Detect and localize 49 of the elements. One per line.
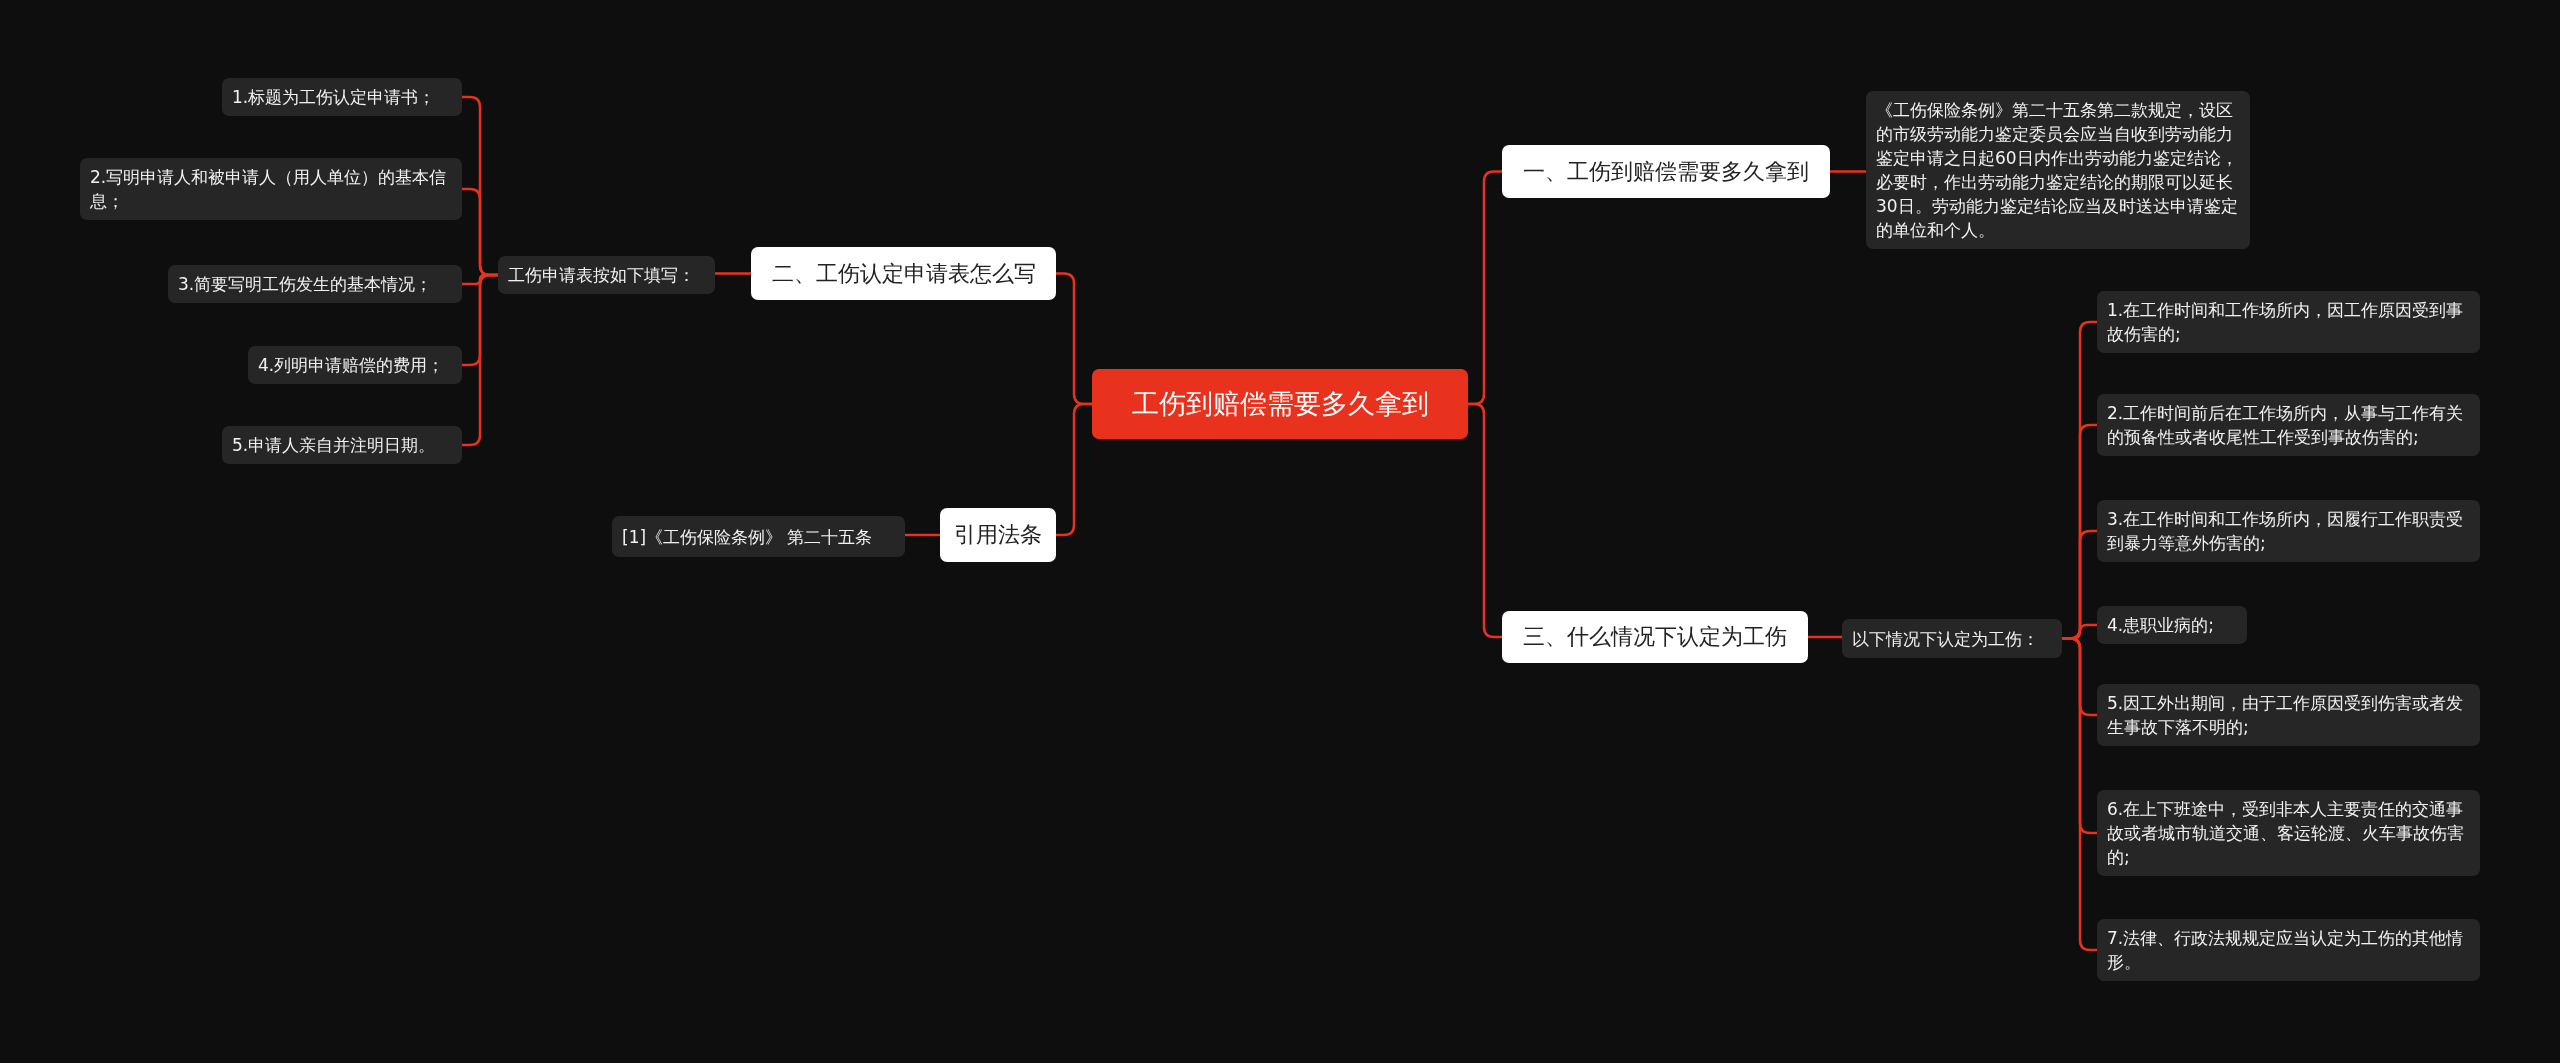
connector-line bbox=[2062, 637, 2097, 952]
topic-text: 1.标题为工伤认定申请书； bbox=[232, 86, 436, 109]
topic-text: 4.列明申请赔偿的费用； bbox=[258, 354, 445, 377]
subtopic-box bbox=[222, 426, 462, 464]
central-topic-box bbox=[1092, 369, 1468, 439]
subtopic-box bbox=[2097, 684, 2480, 746]
topic-text: 6.在上下班途中，受到非本人主要责任的交通事故或者城市轨道交通、客运轮渡、火车事故伤害的; bbox=[2107, 798, 2465, 869]
subtopic-box bbox=[612, 516, 905, 557]
topic-text: 5.因工外出期间，由于工作原因受到伤害或者发生事故下落不明的; bbox=[2107, 692, 2465, 739]
subtopic-box bbox=[2097, 790, 2480, 876]
topic-text: 4.患职业病的; bbox=[2107, 614, 2214, 637]
topic-text: 《工伤保险条例》第二十五条第二款规定，设区的市级劳动能力鉴定委员会应当自收到劳动能力鉴定申请之日起60日内作出劳动能力鉴定结论，必要时，作出劳动能力鉴定结论的期限可以延长30日。劳动能力鉴定结论应当及时送达申请鉴定的单位和个人。 bbox=[1876, 99, 2239, 242]
topic-text: 引用法条 bbox=[954, 521, 1042, 549]
connector-line bbox=[1056, 402, 1092, 537]
topic-box bbox=[751, 247, 1056, 300]
topic-box bbox=[1502, 611, 1808, 663]
topic-text: 三、什么情况下认定为工伤 bbox=[1523, 623, 1787, 651]
connector-line bbox=[1808, 635, 1842, 639]
connector-line bbox=[1830, 170, 1866, 173]
topic-box bbox=[940, 508, 1056, 562]
topic-text: 二、工伤认定申请表怎么写 bbox=[771, 259, 1036, 288]
subtopic-box bbox=[80, 158, 462, 220]
topic-text: 工伤申请表按如下填写： bbox=[508, 264, 695, 287]
topic-box bbox=[1502, 145, 1830, 198]
topic-text: 一、工伤到赔偿需要多久拿到 bbox=[1523, 157, 1809, 186]
topic-text: 工伤到赔偿需要多久拿到 bbox=[1131, 387, 1429, 421]
topic-text: 7.法律、行政法规规定应当认定为工伤的其他情形。 bbox=[2107, 927, 2465, 974]
subtopic-box bbox=[2097, 919, 2480, 981]
topic-text: 2.写明申请人和被申请人（用人单位）的基本信息； bbox=[90, 166, 448, 213]
connector-line bbox=[715, 272, 751, 275]
subtopic-box bbox=[2097, 394, 2480, 456]
subtopic-box bbox=[168, 265, 462, 303]
topic-text: 3.简要写明工伤发生的基本情况； bbox=[178, 273, 433, 296]
connector-line bbox=[462, 273, 498, 447]
topic-text: 5.申请人亲自并注明日期。 bbox=[232, 434, 436, 457]
subtopic-box bbox=[2097, 500, 2480, 562]
topic-text: 1.在工作时间和工作场所内，因工作原因受到事故伤害的; bbox=[2107, 299, 2465, 346]
topic-text: 3.在工作时间和工作场所内，因履行工作职责受到暴力等意外伤害的; bbox=[2107, 508, 2465, 555]
subtopic-box bbox=[498, 256, 715, 294]
subtopic-box bbox=[1842, 619, 2062, 658]
subtopic-box bbox=[248, 346, 462, 384]
subtopic-box bbox=[2097, 291, 2480, 353]
connector-line bbox=[1468, 402, 1502, 639]
subtopic-box bbox=[222, 78, 462, 116]
subtopic-box bbox=[2097, 606, 2247, 644]
connector-line bbox=[905, 533, 940, 537]
topic-text: 2.工作时间前后在工作场所内，从事与工作有关的预备性或者收尾性工作受到事故伤害的; bbox=[2107, 402, 2465, 449]
topic-text: 以下情况下认定为工伤： bbox=[1852, 627, 2039, 651]
topic-text: [1]《工伤保险条例》 第二十五条 bbox=[622, 525, 873, 549]
